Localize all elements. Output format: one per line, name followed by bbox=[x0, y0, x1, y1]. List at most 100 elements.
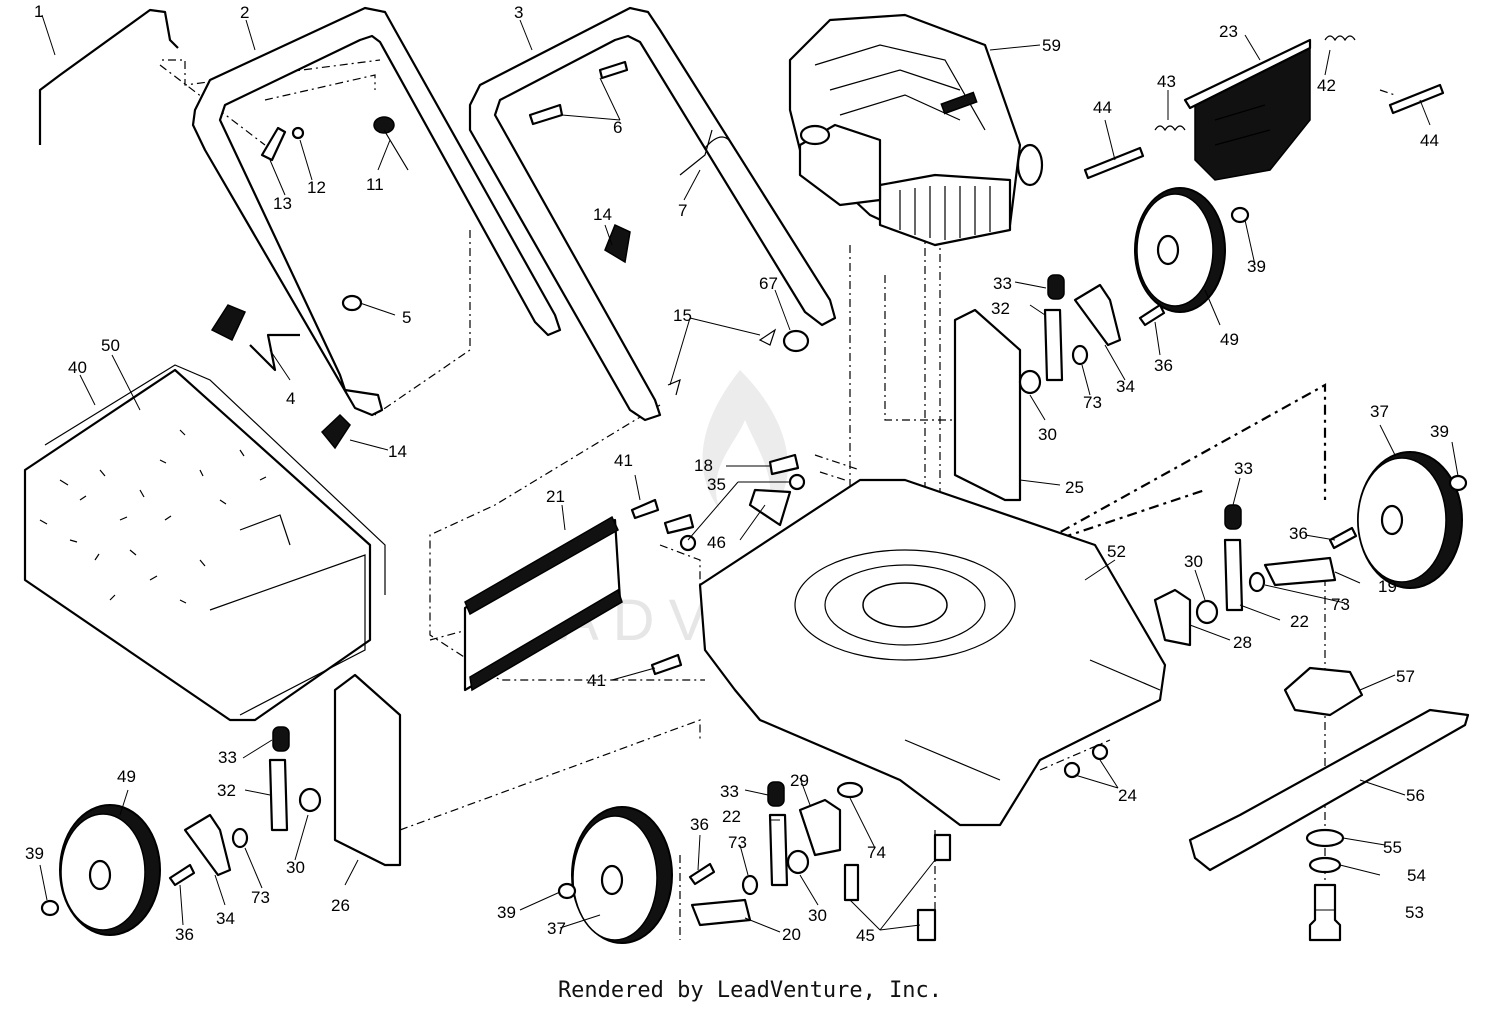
callout-73a: 73 bbox=[1083, 393, 1102, 412]
callout-2: 2 bbox=[240, 3, 249, 22]
callout-1: 1 bbox=[34, 2, 43, 21]
bracket-22a-part bbox=[1223, 538, 1244, 612]
callout-21: 21 bbox=[546, 487, 565, 506]
callout-67: 67 bbox=[759, 274, 778, 293]
callout-36a: 36 bbox=[1154, 356, 1173, 375]
callout-42: 42 bbox=[1317, 76, 1336, 95]
hair-pin-part bbox=[758, 328, 777, 346]
callout-34b: 34 bbox=[216, 909, 235, 928]
callout-54: 54 bbox=[1407, 866, 1426, 885]
callout-3: 3 bbox=[514, 3, 523, 22]
callout-23: 23 bbox=[1219, 22, 1238, 41]
callout-40: 40 bbox=[68, 358, 87, 377]
wheel-rear-left-part bbox=[59, 804, 161, 936]
bail-wire-part bbox=[38, 8, 179, 145]
callout-33a: 33 bbox=[993, 274, 1012, 293]
bolt-45b-part bbox=[933, 833, 952, 862]
cable-guide-part bbox=[249, 333, 300, 372]
callout-25: 25 bbox=[1065, 478, 1084, 497]
long-bolt-left-part bbox=[1083, 146, 1145, 180]
footer-credit: Rendered by LeadVenture, Inc. bbox=[557, 978, 943, 1003]
bolt-36b-part bbox=[1328, 526, 1358, 550]
callout-43: 43 bbox=[1157, 72, 1176, 91]
cable-tie-part bbox=[704, 136, 736, 151]
callout-32a: 32 bbox=[991, 299, 1010, 318]
axle-bracket-20-part bbox=[690, 898, 752, 927]
callout-39a: 39 bbox=[1247, 257, 1266, 276]
callout-39d: 39 bbox=[497, 903, 516, 922]
callout-56: 56 bbox=[1406, 786, 1425, 805]
callout-73c: 73 bbox=[251, 888, 270, 907]
callout-34a: 34 bbox=[1116, 377, 1135, 396]
callout-15: 15 bbox=[673, 306, 692, 325]
spacer-30d-part bbox=[786, 849, 810, 875]
callout-36d: 36 bbox=[690, 815, 709, 834]
callout-12: 12 bbox=[307, 178, 326, 197]
callout-5: 5 bbox=[402, 308, 411, 327]
callout-30a: 30 bbox=[1038, 425, 1057, 444]
knob-lower-part bbox=[320, 413, 351, 450]
nut-24a-part bbox=[1063, 761, 1081, 779]
wheel-front-right-part bbox=[1357, 451, 1463, 589]
nut-part bbox=[341, 294, 363, 312]
cable-clip-part bbox=[373, 116, 409, 171]
grass-bag-part bbox=[23, 364, 386, 722]
rear-deflector-part bbox=[1183, 38, 1312, 181]
callout-39b: 39 bbox=[1430, 422, 1449, 441]
clip-part bbox=[260, 126, 287, 162]
callout-39c: 39 bbox=[25, 844, 44, 863]
callout-52: 52 bbox=[1107, 542, 1126, 561]
washer-54-part bbox=[1308, 856, 1342, 874]
bolt-6a-part bbox=[598, 60, 629, 80]
bolt-41b-part bbox=[650, 653, 683, 676]
plug-46-part bbox=[748, 488, 792, 527]
long-bolt-right-part bbox=[1388, 83, 1445, 115]
callout-7: 7 bbox=[678, 201, 687, 220]
cable-clamp-part bbox=[782, 329, 810, 353]
washer-73b-part bbox=[1248, 571, 1266, 593]
callout-53: 53 bbox=[1405, 903, 1424, 922]
bolt-part bbox=[291, 126, 305, 140]
leader-lines bbox=[39, 14, 1459, 933]
callout-14b: 14 bbox=[388, 442, 407, 461]
cap-33a-part bbox=[1047, 274, 1065, 300]
callout-33d: 33 bbox=[720, 782, 739, 801]
callout-11: 11 bbox=[366, 175, 384, 194]
callout-35: 35 bbox=[707, 475, 726, 494]
bolt-45c-part bbox=[916, 908, 937, 942]
spring-right-part bbox=[1324, 35, 1356, 42]
bracket-32b-part bbox=[268, 758, 289, 832]
bolt-18b-part bbox=[663, 513, 695, 535]
washer-73d-part bbox=[741, 874, 759, 896]
bracket-28-part bbox=[1153, 588, 1192, 647]
nut-35b-part bbox=[679, 534, 697, 552]
callout-37a: 37 bbox=[1370, 402, 1389, 421]
washer-55-part bbox=[1305, 828, 1345, 848]
callout-22b: 22 bbox=[722, 807, 741, 826]
knob-right-part bbox=[604, 223, 631, 264]
watermark-flame-icon bbox=[702, 370, 788, 520]
callout-74: 74 bbox=[867, 843, 886, 862]
washer-73a-part bbox=[1071, 344, 1089, 366]
bolt-18a-part bbox=[768, 453, 800, 476]
callout-33c: 33 bbox=[218, 748, 237, 767]
callout-73b: 73 bbox=[1331, 595, 1350, 614]
callout-19: 19 bbox=[1378, 577, 1397, 596]
wheel-front-left-part bbox=[571, 806, 673, 944]
nut-39b-part bbox=[1448, 474, 1468, 492]
callout-49a: 49 bbox=[1220, 330, 1239, 349]
bolt-41a-part bbox=[630, 498, 660, 520]
callout-14a: 14 bbox=[593, 205, 612, 224]
nut-39a-part bbox=[1230, 206, 1250, 224]
cable-part bbox=[679, 129, 713, 176]
callout-49b: 49 bbox=[117, 767, 136, 786]
upper-handle-part bbox=[191, 6, 562, 417]
spacer-30c-part bbox=[298, 787, 322, 813]
callout-73d: 73 bbox=[728, 833, 747, 852]
bolt-36c-part bbox=[168, 863, 196, 887]
callout-41a: 41 bbox=[614, 451, 633, 470]
callout-44b: 44 bbox=[1420, 131, 1439, 150]
lower-handle-part bbox=[468, 6, 837, 422]
callout-30c: 30 bbox=[286, 858, 305, 877]
